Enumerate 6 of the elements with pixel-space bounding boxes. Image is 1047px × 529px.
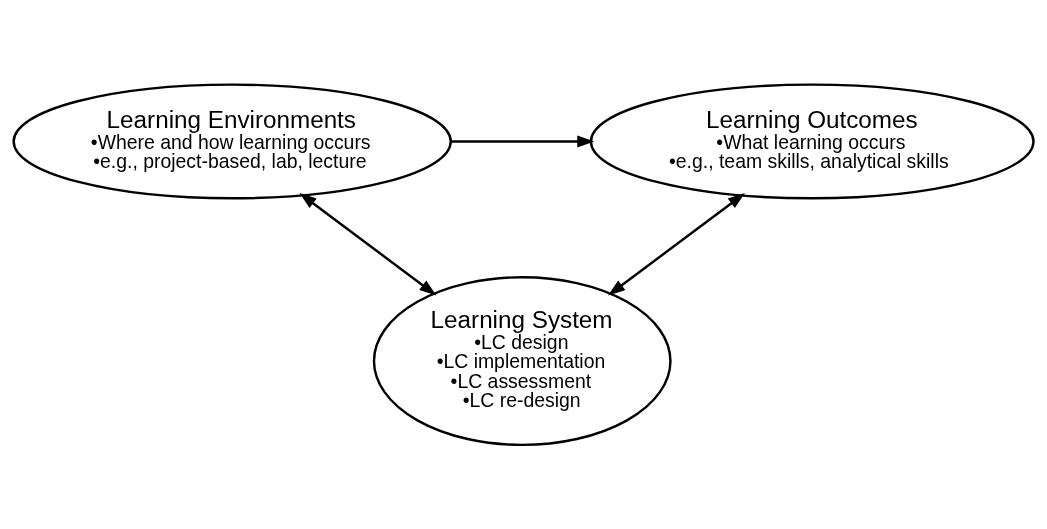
node-ellipse: Learning System •LC design •LC implementation •LC assessment •LC re-design — [372, 275, 672, 446]
node-ellipse: Learning Environments •Where and how learning occurs •e.g., project-based, lab, lecture — [12, 82, 452, 200]
arrow — [608, 192, 745, 296]
node-ellipse: Learning Outcomes •What learning occurs •e.g., team skills, analytical skills — [589, 82, 1035, 200]
arrow — [299, 192, 437, 296]
arrow — [451, 135, 595, 147]
